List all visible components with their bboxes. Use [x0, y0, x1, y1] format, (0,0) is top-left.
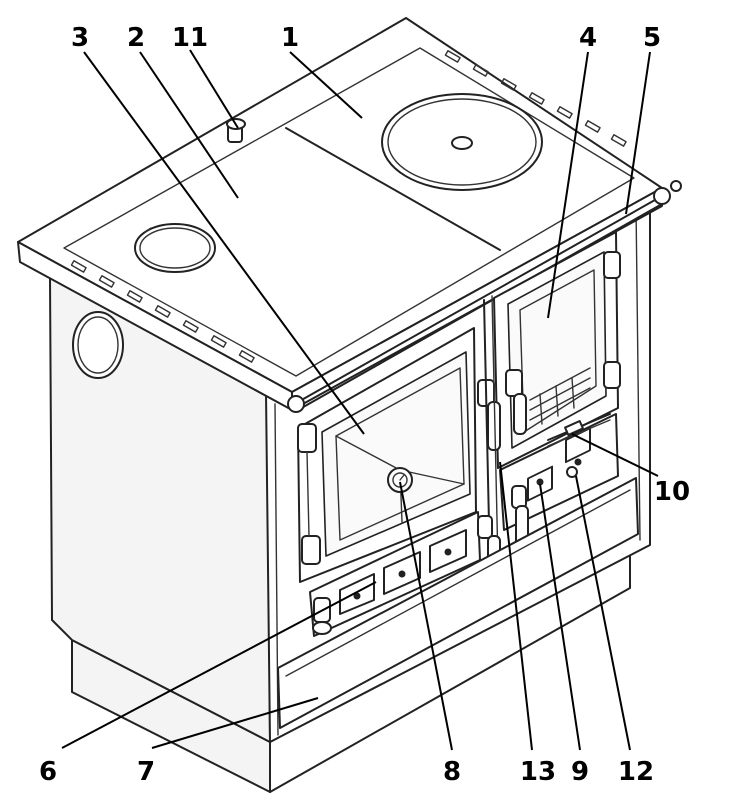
leader-11 [189, 49, 239, 129]
top-damper-knob [226, 118, 246, 143]
leader-1 [289, 51, 363, 119]
oven-thermometer [387, 467, 413, 493]
leader-6 [61, 581, 377, 749]
callout-11: 11 [172, 23, 208, 53]
leader-5 [625, 51, 651, 215]
callout-7: 7 [137, 757, 155, 787]
vent-slots-right [444, 50, 627, 147]
callout-10: 10 [654, 477, 690, 507]
towel-rail [287, 180, 682, 413]
leader-10 [571, 433, 659, 477]
callout-13: 13 [520, 757, 556, 787]
callout-6: 6 [39, 757, 57, 787]
leader-7 [151, 697, 319, 749]
cooktop [17, 17, 663, 411]
leader-4 [547, 51, 589, 319]
leader-12 [575, 475, 631, 751]
large-hob-ring [381, 93, 543, 191]
callout-12: 12 [618, 757, 654, 787]
callout-8: 8 [443, 757, 461, 787]
leader-8 [399, 481, 453, 751]
primary-air-control [566, 466, 578, 478]
small-hob-ring [134, 223, 216, 273]
leader-lines [61, 49, 659, 751]
leader-2 [139, 51, 239, 199]
callout-5: 5 [643, 23, 661, 53]
damper-buttons [339, 529, 467, 615]
callout-3: 3 [71, 23, 89, 53]
leader-9 [539, 483, 581, 751]
leader-13 [499, 461, 533, 751]
flue-outlet-circle [72, 311, 124, 379]
callout-1: 1 [281, 23, 299, 53]
callout-9: 9 [571, 757, 589, 787]
oven-door [297, 327, 477, 583]
secondary-air-slider [547, 413, 611, 447]
callout-4: 4 [579, 23, 597, 53]
callout-labels: 1 2 3 4 5 6 7 8 9 10 11 12 13 [39, 23, 690, 787]
leader-3 [83, 51, 365, 435]
callout-2: 2 [127, 23, 145, 53]
vent-slots-left [70, 260, 255, 363]
